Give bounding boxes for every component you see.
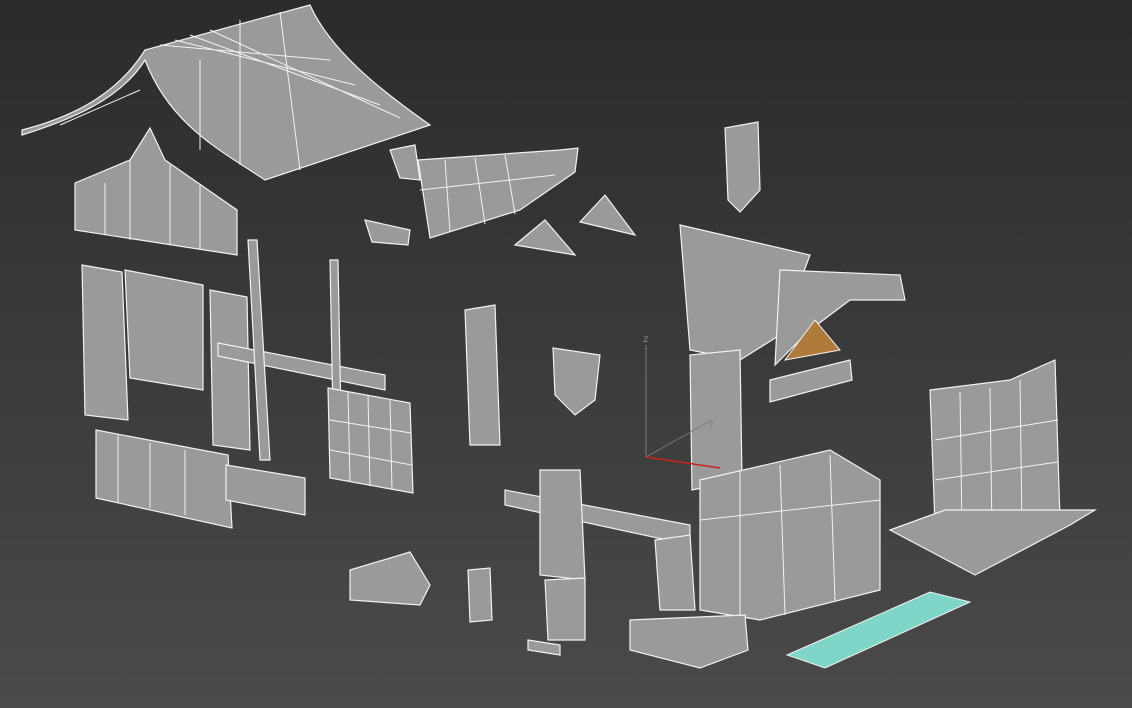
mesh-chimney[interactable]	[724, 121, 761, 213]
mesh-bracket[interactable]	[364, 219, 411, 246]
mesh-selected-slab[interactable]	[785, 591, 972, 669]
mesh-central-building[interactable]	[504, 349, 881, 621]
mesh-triangle-2[interactable]	[578, 194, 637, 236]
axis-gizmo: z y	[643, 334, 721, 469]
mesh-step-block[interactable]	[629, 614, 749, 669]
mesh-window-grid[interactable]	[327, 387, 414, 494]
mesh-gable-wall[interactable]	[74, 126, 238, 256]
z-axis-label: z	[643, 334, 648, 345]
mesh-main-roof[interactable]	[21, 4, 432, 181]
mesh-wall-panels[interactable]	[81, 264, 251, 529]
mesh-orange-panel[interactable]	[783, 319, 841, 361]
mesh-pillar-panel[interactable]	[464, 304, 501, 446]
mesh-right-wing[interactable]	[888, 359, 1098, 576]
mesh-gutter[interactable]	[389, 144, 421, 181]
mesh-door[interactable]	[544, 577, 586, 641]
mesh-door-small[interactable]	[467, 567, 493, 623]
mesh-small-roof[interactable]	[417, 147, 579, 239]
mesh-triangle-1[interactable]	[513, 219, 577, 256]
mesh-shield[interactable]	[552, 347, 601, 416]
y-axis-label: y	[708, 418, 714, 429]
mesh-corner-piece[interactable]	[349, 551, 431, 606]
mesh-tile[interactable]	[527, 639, 561, 656]
mesh-tower-roof[interactable]	[679, 224, 906, 367]
